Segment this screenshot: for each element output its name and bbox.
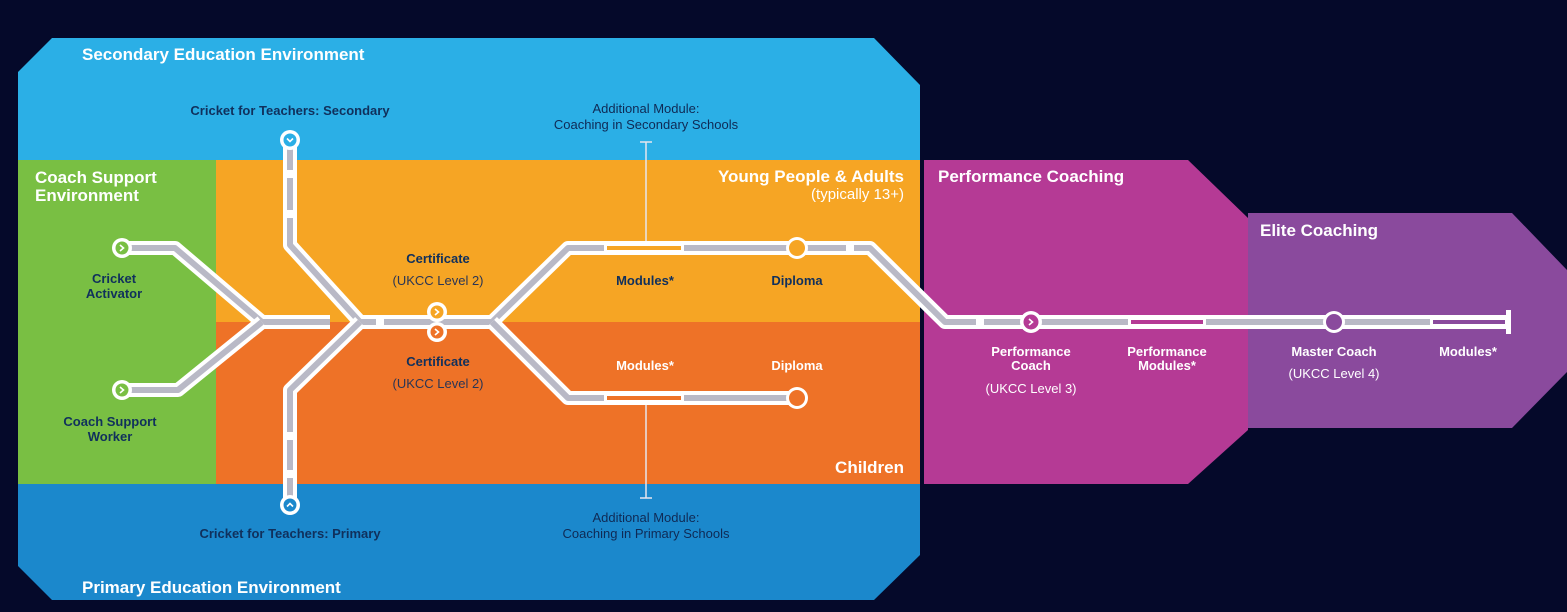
modules-bar-bottom bbox=[604, 394, 684, 402]
performance-modules-bar bbox=[1128, 318, 1206, 326]
additional-primary-line2: Coaching in Primary Schools bbox=[563, 526, 730, 541]
coach-support-title-line2: Environment bbox=[35, 186, 139, 205]
diploma-top-station-icon bbox=[786, 237, 808, 259]
additional-secondary-line2: Coaching in Secondary Schools bbox=[554, 117, 739, 132]
performance-modules-label-line1: Performance bbox=[1127, 344, 1206, 359]
master-coach-level: (UKCC Level 4) bbox=[1288, 366, 1379, 381]
certificate-top-level: (UKCC Level 2) bbox=[392, 273, 483, 288]
primary-education-region bbox=[18, 484, 920, 600]
cricket-activator-label-line2: Activator bbox=[86, 286, 142, 301]
performance-coach-label-line1: Performance bbox=[991, 344, 1070, 359]
elite-coaching-title: Elite Coaching bbox=[1260, 221, 1378, 240]
modules-bar-top bbox=[604, 244, 684, 252]
additional-secondary-line1: Additional Module: bbox=[593, 101, 700, 116]
performance-coach-level: (UKCC Level 3) bbox=[985, 381, 1076, 396]
certificate-bottom-station-icon bbox=[427, 322, 447, 342]
diploma-bottom-station-icon bbox=[786, 387, 808, 409]
master-coach-label: Master Coach bbox=[1291, 344, 1376, 359]
coach-support-region bbox=[18, 160, 216, 484]
cricket-activator-station-icon bbox=[112, 238, 132, 258]
track-breaks bbox=[286, 170, 984, 478]
teachers-secondary-label: Cricket for Teachers: Secondary bbox=[190, 103, 390, 118]
certificate-top-label: Certificate bbox=[406, 251, 470, 266]
coach-support-worker-station-icon bbox=[112, 380, 132, 400]
modules-bottom-label: Modules* bbox=[616, 358, 675, 373]
additional-primary-line1: Additional Module: bbox=[593, 510, 700, 525]
teachers-secondary-station-icon bbox=[280, 130, 300, 150]
cricket-activator-label-line1: Cricket bbox=[92, 271, 137, 286]
performance-coach-label-line2: Coach bbox=[1011, 358, 1051, 373]
secondary-environment-title: Secondary Education Environment bbox=[82, 45, 365, 64]
certificate-bottom-label: Certificate bbox=[406, 354, 470, 369]
primary-environment-title: Primary Education Environment bbox=[82, 578, 341, 597]
teachers-primary-station-icon bbox=[280, 495, 300, 515]
coach-support-worker-label-line2: Worker bbox=[88, 429, 133, 444]
coach-support-title-line1: Coach Support bbox=[35, 168, 157, 187]
elite-modules-bar bbox=[1430, 310, 1511, 334]
young-people-title: Young People & Adults bbox=[718, 167, 904, 186]
certificate-top-station-icon bbox=[427, 302, 447, 322]
performance-coach-station-icon bbox=[1020, 311, 1042, 333]
modules-top-label: Modules* bbox=[616, 273, 675, 288]
teachers-primary-label: Cricket for Teachers: Primary bbox=[199, 526, 381, 541]
master-coach-station-icon bbox=[1323, 311, 1345, 333]
young-people-subtitle: (typically 13+) bbox=[811, 186, 904, 203]
diploma-top-label: Diploma bbox=[771, 273, 823, 288]
diploma-bottom-label: Diploma bbox=[771, 358, 823, 373]
certificate-bottom-level: (UKCC Level 2) bbox=[392, 376, 483, 391]
secondary-education-region bbox=[18, 38, 920, 160]
children-title: Children bbox=[835, 458, 904, 477]
elite-modules-label: Modules* bbox=[1439, 344, 1498, 359]
performance-modules-label-line2: Modules* bbox=[1138, 358, 1197, 373]
performance-coaching-title: Performance Coaching bbox=[938, 167, 1124, 186]
coach-support-worker-label-line1: Coach Support bbox=[63, 414, 157, 429]
